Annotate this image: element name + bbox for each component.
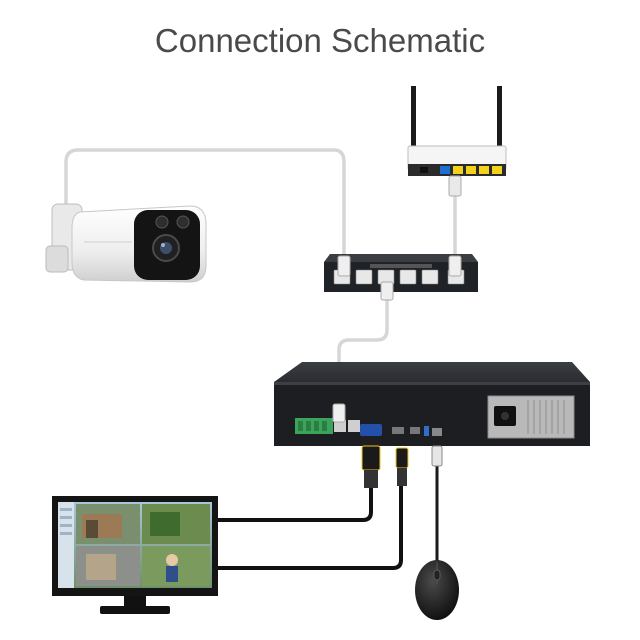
nvr-usb-port bbox=[424, 426, 429, 436]
mouse-body bbox=[415, 560, 459, 620]
router-antenna-right bbox=[497, 86, 502, 148]
switch-camera-plug bbox=[337, 255, 351, 277]
mouse-wheel bbox=[433, 569, 441, 581]
video-cables bbox=[210, 464, 439, 570]
hdmi-connector bbox=[395, 447, 409, 469]
camera-switch-cable bbox=[64, 148, 346, 260]
cable-connectors bbox=[361, 445, 443, 488]
hdmi-cable bbox=[212, 484, 403, 570]
switch-nvr-cable bbox=[337, 290, 389, 410]
nvr-rj45-plug bbox=[332, 403, 346, 423]
switch-label-strip bbox=[370, 264, 432, 268]
router bbox=[407, 86, 507, 197]
monitor bbox=[52, 496, 218, 614]
usb-connector bbox=[431, 445, 443, 467]
bullet-camera bbox=[45, 203, 207, 283]
vga-cable bbox=[210, 486, 373, 550]
poe-switch bbox=[324, 254, 478, 301]
router-wan-port bbox=[440, 166, 450, 174]
router-rj45-plug bbox=[448, 175, 462, 197]
camera-ir-led-left bbox=[155, 215, 169, 229]
nvr-lan-port bbox=[334, 420, 346, 432]
monitor-neck bbox=[124, 596, 146, 608]
mouse bbox=[415, 560, 459, 620]
nvr bbox=[274, 362, 590, 446]
monitor-base bbox=[100, 606, 170, 614]
nvr-vga-port bbox=[360, 424, 382, 436]
router-antenna-left bbox=[411, 86, 416, 148]
page-title: Connection Schematic bbox=[154, 22, 486, 59]
camera-ir-led-right bbox=[176, 215, 190, 229]
switch-router-plug bbox=[448, 255, 462, 277]
network-cables bbox=[64, 148, 457, 410]
vga-connector bbox=[361, 445, 381, 471]
switch-nvr-plug bbox=[380, 281, 394, 301]
nvr-hdmi-port bbox=[392, 427, 404, 434]
switch-ports bbox=[333, 269, 465, 285]
router-lan-port bbox=[453, 166, 463, 174]
